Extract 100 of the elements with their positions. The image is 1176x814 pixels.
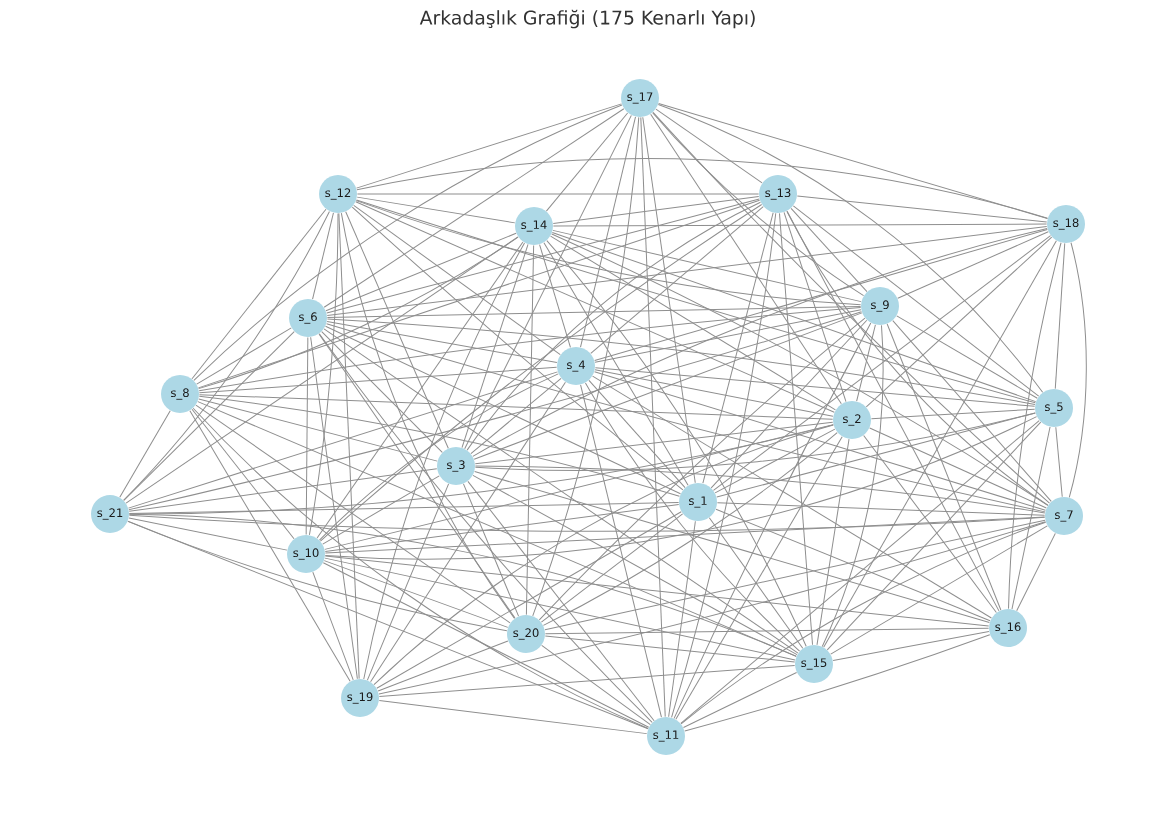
edge-line (128, 371, 558, 509)
edge-line (892, 320, 1052, 502)
edge-line (305, 336, 309, 536)
edge-line (356, 199, 1036, 404)
edge-line (1011, 426, 1051, 610)
edge-line (792, 205, 1040, 397)
edge-line (657, 104, 1044, 393)
edge-line (196, 327, 292, 385)
edge-line (191, 208, 327, 380)
edge-line (319, 204, 763, 542)
edge-line (310, 336, 358, 680)
edge-line (127, 520, 649, 730)
edge-line (1008, 242, 1062, 610)
edge-line (128, 501, 680, 515)
edge-line (473, 312, 863, 460)
edge-line (466, 201, 761, 451)
edge-line (128, 311, 862, 511)
edge-line (353, 204, 561, 356)
edge-line (652, 111, 1050, 504)
edge-line (590, 206, 764, 354)
edge-line (680, 521, 1047, 725)
edge-line (716, 502, 1046, 516)
edge-line (790, 207, 868, 293)
edge-line (123, 331, 295, 501)
edge-line (198, 366, 558, 394)
edge-line (470, 377, 562, 455)
edge-line (197, 401, 797, 657)
edge-line (324, 557, 796, 661)
edge-line (675, 436, 843, 720)
edge-line (377, 640, 509, 692)
edge-line (816, 438, 850, 646)
edge-line (642, 116, 696, 484)
edge-line (543, 242, 689, 486)
edge-line (128, 513, 797, 657)
edge-line (863, 435, 997, 613)
edge-line (338, 212, 360, 680)
edge-line (532, 116, 640, 617)
edge-line (856, 324, 876, 402)
edge-line (355, 201, 835, 413)
edge-line (323, 560, 509, 628)
edge-line (326, 320, 558, 364)
edge-line (198, 394, 834, 420)
edge-line (544, 635, 796, 663)
edge-line (128, 517, 288, 551)
edge-line (192, 407, 649, 729)
edge-line (671, 212, 777, 718)
edge-line (363, 242, 526, 680)
edge-line (713, 235, 1052, 491)
edge-line (545, 112, 629, 212)
edge-line (191, 408, 295, 540)
edge-line (551, 231, 1037, 403)
edge-line (832, 631, 990, 661)
edge-line (702, 212, 774, 484)
edge-line (474, 421, 834, 465)
edge-line (370, 381, 566, 683)
edge-line (326, 318, 1036, 405)
edge-line (1016, 532, 1056, 612)
edge-line (658, 103, 1048, 219)
edge-line (356, 158, 1048, 219)
edge-line (594, 228, 1048, 362)
edge-line (865, 236, 1053, 408)
edge-line (538, 317, 866, 621)
edge-line (594, 371, 1046, 511)
edge-line (544, 519, 1046, 631)
edge-line (673, 322, 872, 719)
edge-line (594, 309, 862, 363)
edge-line (472, 227, 1048, 457)
edge-line (826, 421, 1042, 651)
edge-line (655, 108, 763, 184)
edge-line (474, 465, 1046, 514)
edge-line (668, 520, 696, 718)
edge-line (119, 410, 171, 498)
edge-line (312, 571, 354, 681)
edge-line (552, 196, 760, 224)
edge-line (308, 212, 339, 536)
edge-line (345, 211, 449, 449)
edge-line (550, 235, 836, 411)
edge-line (472, 474, 798, 656)
edge-line (366, 483, 450, 681)
edge-line (125, 236, 519, 504)
edge-line (584, 382, 801, 652)
edge-line (594, 367, 1036, 407)
edge-line (324, 416, 1038, 560)
edge-line (474, 412, 1036, 471)
edge-line (322, 562, 650, 728)
edge-line (197, 199, 761, 389)
edge-line (783, 211, 847, 403)
edge-line (552, 229, 862, 303)
edge-line (886, 323, 1002, 611)
edge-line (318, 333, 653, 723)
edge-line (323, 328, 799, 654)
edge-line (897, 231, 1049, 299)
edge-line (324, 424, 834, 550)
edge-line (715, 508, 991, 622)
edge-line (708, 517, 804, 649)
edge-line (1068, 242, 1087, 498)
edge-line (786, 210, 1049, 506)
edge-line (198, 395, 680, 497)
edge-line (373, 424, 834, 686)
edge-line (324, 516, 1046, 554)
